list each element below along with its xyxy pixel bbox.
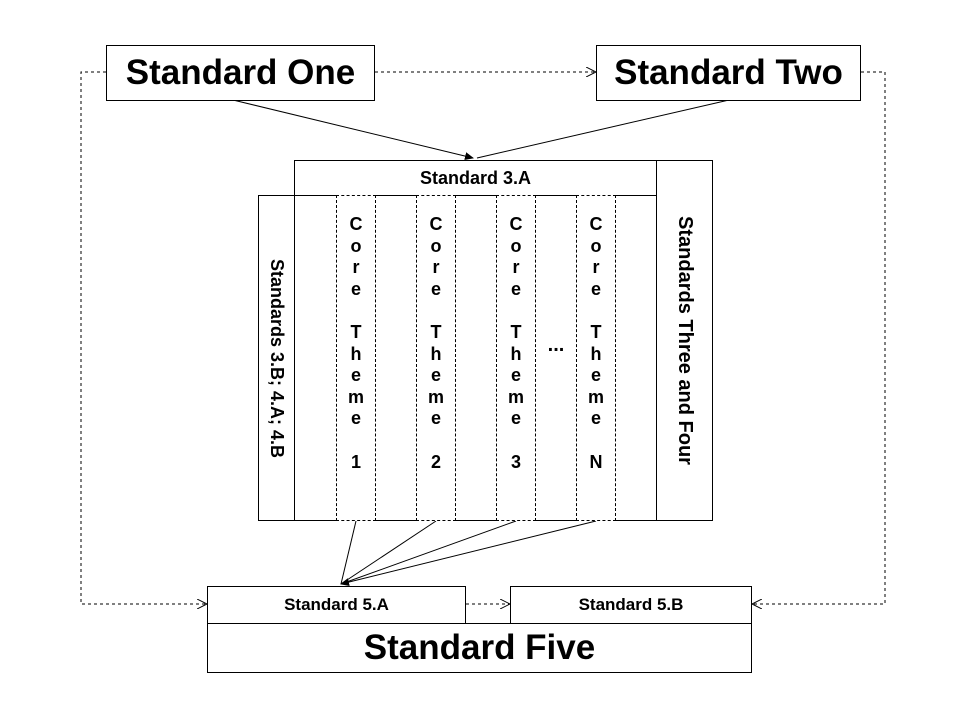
core-theme-char: e: [350, 278, 361, 299]
core-theme-char: r: [432, 257, 440, 278]
core-theme-char: C: [429, 214, 443, 234]
theme1-to-5a: [340, 520, 357, 585]
core-theme-char: T: [510, 322, 522, 342]
core-theme-char: r: [592, 257, 600, 278]
theme3-to-5a: [340, 520, 517, 585]
core-theme-char: h: [350, 343, 362, 364]
core-theme-char: C: [589, 214, 603, 234]
core-theme-char: T: [430, 322, 442, 342]
core-theme-char: r: [352, 257, 360, 278]
core-theme-char: T: [350, 322, 362, 342]
core-theme-char: e: [510, 365, 521, 386]
one-to-5a-link: [80, 71, 207, 604]
core-theme-char: 1: [350, 451, 361, 472]
standards-3b-4a-4b-box: Standards 3.B; 4.A; 4.B: [258, 195, 295, 521]
core-theme-char: C: [509, 214, 523, 234]
core-theme-char: e: [430, 408, 441, 429]
core-theme-char: e: [510, 408, 521, 429]
two-to-3a-arrow: [476, 99, 730, 159]
two-to-5b-link: [752, 71, 886, 604]
core-theme-char: e: [590, 365, 601, 386]
core-theme-char: r: [512, 257, 520, 278]
core-theme-char: o: [590, 235, 602, 256]
core-theme-char: m: [587, 386, 604, 407]
core-theme-char: m: [427, 386, 444, 407]
standard-one-box: Standard One: [106, 45, 375, 101]
standard-3a-label: Standard 3.A: [419, 167, 532, 188]
standard-5b-label: Standard 5.B: [578, 595, 684, 614]
core-theme-char: o: [430, 235, 442, 256]
standard-one-label: Standard One: [125, 53, 356, 92]
standard-two-label: Standard Two: [614, 53, 843, 92]
standards-3b-4a-4b-label: Standards 3.B; 4.A; 4.B: [267, 258, 288, 458]
core-theme-char: C: [349, 214, 363, 234]
standards-three-four-label: Standards Three and Four: [674, 216, 696, 465]
themeN-to-5a: [340, 520, 597, 586]
core-theme-char: h: [510, 343, 522, 364]
core-theme-char: o: [350, 235, 362, 256]
core-theme-char: 3: [510, 451, 521, 472]
core-theme-char: e: [350, 408, 361, 429]
core-theme-char: 2: [430, 451, 441, 472]
theme2-to-5a: [340, 520, 437, 585]
one-to-3a-arrow: [232, 99, 474, 161]
core-theme-char: T: [590, 322, 602, 342]
standard-5a-box: Standard 5.A: [207, 586, 466, 624]
standard-5b-box: Standard 5.B: [510, 586, 752, 624]
standard-5a-label: Standard 5.A: [284, 595, 389, 614]
core-theme-char: e: [510, 278, 521, 299]
core-theme-char: e: [430, 365, 441, 386]
standard-five-box: Standard Five: [207, 623, 752, 673]
core-theme-char: e: [350, 365, 361, 386]
core-theme-char: m: [347, 386, 364, 407]
core-theme-char: o: [510, 235, 522, 256]
standard-five-label: Standard Five: [363, 628, 596, 667]
standards-three-four-box: Standards Three and Four: [656, 160, 713, 521]
core-theme-char: N: [589, 451, 603, 472]
core-theme-char: h: [430, 343, 442, 364]
ellipsis-label: ...: [547, 334, 565, 356]
core-theme-char: e: [590, 408, 601, 429]
core-theme-char: h: [590, 343, 602, 364]
core-theme-char: e: [430, 278, 441, 299]
core-theme-char: e: [590, 278, 601, 299]
standard-two-box: Standard Two: [596, 45, 861, 101]
core-theme-char: m: [507, 386, 524, 407]
standard-3a-box: Standard 3.A: [294, 160, 657, 196]
